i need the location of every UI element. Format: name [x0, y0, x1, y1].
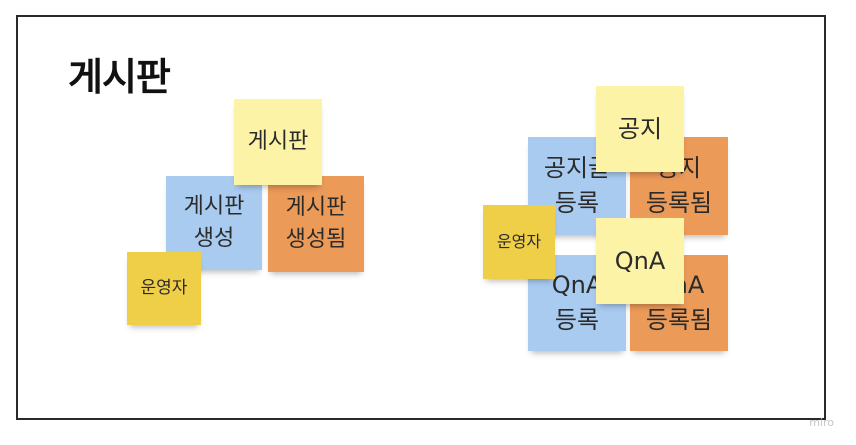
- sticky-aggregate-notice[interactable]: 공지: [596, 86, 684, 172]
- sticky-actor-operator-left[interactable]: 운영자: [127, 252, 201, 325]
- sticky-aggregate-board[interactable]: 게시판: [234, 99, 322, 185]
- sticky-aggregate-qna[interactable]: QnA: [596, 218, 684, 304]
- board-title: 게시판: [68, 55, 171, 99]
- miro-watermark: miro: [809, 416, 834, 429]
- sticky-actor-operator-right[interactable]: 운영자: [483, 205, 555, 279]
- sticky-event-board-created[interactable]: 게시판 생성됨: [268, 176, 364, 272]
